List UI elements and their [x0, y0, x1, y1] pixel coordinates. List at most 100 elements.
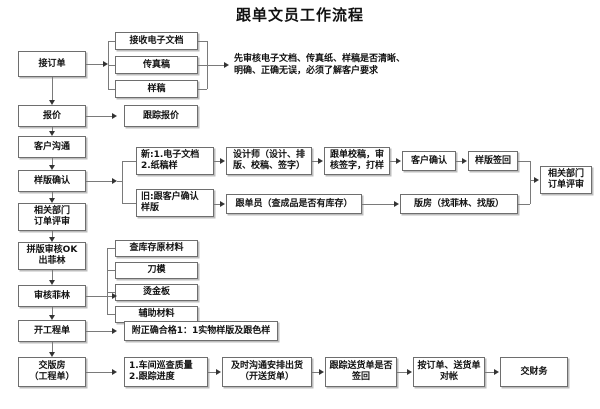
flow-box-kehugoutong[interactable]: 客户沟通	[18, 136, 86, 158]
flow-box-xiangguanbumen-pingshen[interactable]: 相关部门 订单评审	[18, 203, 86, 231]
arrow-kehuqueren-yangbanqianhui	[462, 158, 467, 164]
merge-inputs-mid	[198, 65, 207, 66]
merge-review-vertical	[530, 161, 531, 204]
merge-inputs-top	[198, 41, 207, 42]
flow-box-jiaobanfang[interactable]: 交版房 （工程单）	[18, 357, 86, 387]
arrow-merge-review	[534, 177, 539, 183]
order-inputs-note: 先审核电子文档、传真纸、样稿是否清晰、 明确、正确无误，必须了解客户要求	[234, 54, 406, 76]
arrow-jiedingdan-baojia	[49, 100, 55, 105]
bracket-materials-1	[107, 248, 115, 249]
connector-kehuqueren-yangbanqianhui	[456, 161, 462, 162]
connector-shenhefeilin-kaigongchengdan	[52, 307, 53, 315]
arrow-kaigongchengdan-jiaobanfang	[49, 352, 55, 357]
bracket-inputs-bottom	[108, 89, 115, 90]
arrow-kehugoutong-yangbanqueren	[49, 165, 55, 170]
flow-box-genzongbaojia[interactable]: 跟踪报价	[124, 105, 198, 127]
bracket-materials-4	[107, 314, 115, 315]
arrow-yangbanqueren-branch	[112, 178, 117, 184]
connector-genzongsonghuo-duizhang	[397, 372, 407, 373]
flow-box-jiu-branch[interactable]: 旧:跟客户确认 样版	[136, 189, 214, 217]
connector-jiaobanfang-chejian	[86, 372, 112, 373]
connector-kaigongchengdan-jiaobanfang	[52, 342, 53, 352]
flow-box-andingdanduizhang[interactable]: 按订单、送货单 对帐	[413, 357, 485, 387]
arrow-jiu-gendanyuan	[220, 201, 225, 207]
flow-box-chejianxunchag[interactable]: 1.车间巡查质量 2.跟踪进度	[124, 357, 208, 387]
flow-box-yangbanqianhui[interactable]: 样版签回	[468, 151, 518, 171]
flow-box-gendanyuan[interactable]: 跟单员（查成品是否有库存）	[226, 194, 362, 214]
connector-xin-shejishi	[214, 161, 220, 162]
connector-yangbanqueren-pingshen	[52, 192, 53, 198]
arrow-yangbanqueren-pingshen	[49, 198, 55, 203]
flow-box-kaigongchengdan[interactable]: 开工程单	[18, 320, 86, 342]
connector-shenhefeilin-materials	[86, 296, 112, 297]
connector-pinban-shenhefeilin	[52, 270, 53, 280]
connector-inputs-note	[207, 65, 224, 66]
connector-kaigongchengdan-note	[86, 331, 112, 332]
flow-box-genzongsonghuo[interactable]: 跟踪送货单是否 签回	[325, 357, 397, 387]
connector-jiedingdan-inputs	[86, 64, 103, 65]
arrow-gendanjiaogao-kehuqueren	[396, 158, 401, 164]
flow-box-jishigoutong[interactable]: 及时沟通安排出货 （开送货单）	[222, 357, 312, 387]
connector-pingshen-pinban	[52, 231, 53, 237]
arrow-pingshen-pinban	[49, 237, 55, 242]
flow-box-baojia[interactable]: 报价	[18, 105, 86, 127]
connector-jiu-gendanyuan	[214, 204, 220, 205]
page-title: 跟单文员工作流程	[235, 6, 364, 24]
bracket-sample-top	[122, 161, 136, 162]
arrow-shejishi-gendanjiaogao	[318, 158, 323, 164]
merge-review-stem	[530, 180, 534, 181]
merge-inputs-bottom	[198, 89, 207, 90]
flow-box-review-merge[interactable]: 相关部门 订单评审	[540, 166, 592, 194]
connector-jishigoutong-genzongsonghuo	[312, 372, 319, 373]
flow-box-shenhefeilin[interactable]: 审核菲林	[18, 285, 86, 307]
bracket-inputs-top	[108, 41, 115, 42]
arrow-genzongsonghuo-duizhang	[407, 369, 412, 375]
connector-gendanjiaogao-kehuqueren	[390, 161, 396, 162]
flow-box-yanggao[interactable]: 样稿	[115, 80, 198, 98]
connector-duizhang-jiaocaiwu	[485, 372, 494, 373]
bracket-materials-left	[107, 248, 108, 315]
arrow-chejian-jishigoutong	[216, 369, 221, 375]
connector-chejian-jishigoutong	[208, 372, 216, 373]
arrow-jiedingdan-inputs	[103, 61, 108, 67]
flow-box-jiedingdan[interactable]: 接订单	[18, 51, 86, 77]
flow-box-work-order-note[interactable]: 附正确合格1：1实物样版及跟色样	[124, 321, 278, 341]
arrow-jishigoutong-genzongsonghuo	[319, 369, 324, 375]
connector-shejishi-gendanjiaogao	[312, 161, 318, 162]
flow-box-kehuqueren[interactable]: 客户确认	[402, 151, 456, 171]
arrow-xin-shejishi	[220, 158, 225, 164]
connector-jiedingdan-baojia	[52, 77, 53, 100]
bracket-materials-3	[107, 292, 115, 293]
flow-box-gendanjiaogao[interactable]: 跟单校稿，审 核签字，打样	[324, 147, 390, 175]
connector-baojia-genzongbaojia	[86, 116, 112, 117]
arrow-baojia-kehugoutong	[49, 131, 55, 136]
flow-box-jieshou-dianzi-wendang[interactable]: 接收电子文档	[115, 32, 198, 50]
flow-box-yangbanqueren[interactable]: 样版确认	[18, 170, 86, 192]
flow-box-pinbanshenhe[interactable]: 拼版审核OK 出菲林	[18, 242, 86, 270]
flow-box-xin-branch[interactable]: 新:1.电子文档 2.纸稿样	[136, 147, 214, 175]
flow-box-banfang[interactable]: 版房（找菲林、找版）	[400, 194, 518, 214]
arrow-jiaobanfang-chejian	[112, 369, 117, 375]
connector-yangbanqueren-branch	[86, 181, 112, 182]
bracket-sample-stem	[117, 181, 122, 182]
merge-banfang-out	[518, 204, 530, 205]
arrow-shenhefeilin-kaigongchengdan	[49, 315, 55, 320]
flow-box-daomo[interactable]: 刀模	[115, 262, 198, 279]
arrow-shenhefeilin-materials	[112, 293, 117, 299]
flow-box-shejishi[interactable]: 设计师（设计、排 版、校稿、签字）	[226, 147, 312, 175]
arrow-inputs-note	[224, 62, 229, 68]
bracket-sample-bottom	[122, 203, 136, 204]
arrow-gendanyuan-banfang	[394, 201, 399, 207]
bracket-sample-left	[122, 161, 123, 203]
connector-gendanyuan-banfang	[362, 204, 394, 205]
bracket-inputs-mid	[108, 65, 115, 66]
flow-box-chuanzhengao[interactable]: 传真稿	[115, 56, 198, 74]
bracket-materials-2	[107, 270, 115, 271]
flow-box-chakucunyuancailiao[interactable]: 查库存原材料	[115, 240, 198, 257]
arrow-baojia-genzongbaojia	[112, 113, 117, 119]
flow-box-tangjinban[interactable]: 烫金板	[115, 284, 198, 301]
connector-kehugoutong-yangbanqueren	[52, 158, 53, 165]
merge-yangbanqianhui-out	[518, 161, 530, 162]
flow-box-jiaocaiwu[interactable]: 交财务	[500, 357, 568, 387]
